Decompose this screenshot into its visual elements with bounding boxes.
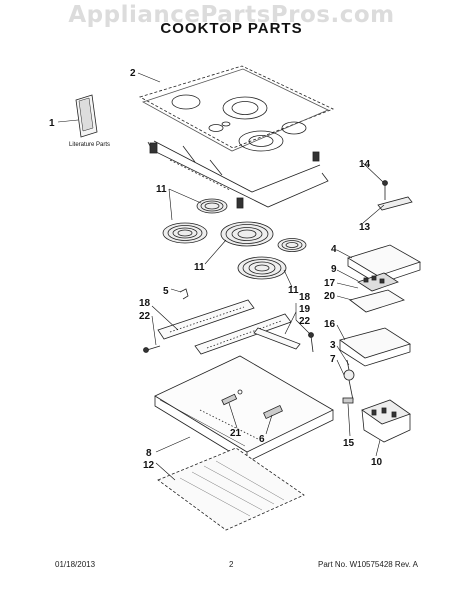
limiter bbox=[343, 359, 355, 401]
callout-11-right: 11 bbox=[288, 285, 299, 296]
page-title: COOKTOP PARTS bbox=[160, 20, 303, 37]
callout-11-top: 11 bbox=[156, 184, 167, 195]
callout-12: 12 bbox=[143, 460, 155, 471]
callout-22-right: 22 bbox=[299, 316, 311, 327]
callout-2: 2 bbox=[130, 68, 136, 79]
bottom-plate bbox=[157, 447, 305, 531]
control-board-bracket bbox=[349, 289, 405, 313]
wire-connector bbox=[342, 397, 354, 404]
callout-21: 21 bbox=[230, 428, 242, 439]
terminal-block-14 bbox=[377, 180, 413, 211]
footer-part-number: Part No. W10575428 Rev. A bbox=[318, 560, 418, 569]
callout-20: 20 bbox=[324, 291, 336, 302]
callout-8: 8 bbox=[146, 448, 152, 459]
watermark: AppliancePartsPros.com bbox=[68, 2, 395, 28]
radiant-element-right-small bbox=[277, 238, 307, 252]
screw-left bbox=[143, 345, 161, 353]
footer-date: 01/18/2013 bbox=[55, 560, 96, 569]
callout-10: 10 bbox=[371, 457, 383, 468]
cooktop-glass-top bbox=[138, 65, 335, 152]
callout-3: 3 bbox=[330, 340, 336, 351]
terminal-block bbox=[263, 404, 283, 420]
callout-14: 14 bbox=[359, 159, 371, 170]
callout-1: 1 bbox=[49, 118, 55, 129]
callout-5: 5 bbox=[163, 286, 169, 297]
radiant-element-small bbox=[196, 198, 228, 214]
callout-18-right: 18 bbox=[299, 292, 311, 303]
callout-6: 6 bbox=[259, 434, 265, 445]
radiant-element-front bbox=[237, 256, 287, 280]
connector-block bbox=[221, 393, 238, 406]
literature-booklet bbox=[75, 94, 98, 138]
callout-18-left: 18 bbox=[139, 298, 151, 309]
callout-9: 9 bbox=[331, 264, 337, 275]
shield-plate bbox=[339, 327, 411, 367]
callout-19: 19 bbox=[299, 304, 311, 315]
support-bar-left bbox=[157, 299, 255, 340]
callout-13: 13 bbox=[359, 222, 371, 233]
leader-lines bbox=[57, 72, 385, 481]
callout-16: 16 bbox=[324, 319, 336, 330]
footer-page-number: 2 bbox=[229, 560, 234, 569]
relay-board bbox=[361, 399, 411, 443]
radiant-element-left bbox=[162, 222, 208, 244]
callout-4: 4 bbox=[331, 244, 337, 255]
callout-22-left: 22 bbox=[139, 311, 151, 322]
callout-15: 15 bbox=[343, 438, 355, 449]
radiant-element-center bbox=[220, 221, 274, 247]
callout-17: 17 bbox=[324, 278, 336, 289]
support-bar-right bbox=[253, 327, 301, 350]
infinite-switch-assembly bbox=[357, 272, 399, 292]
burner-box bbox=[154, 355, 334, 463]
callout-11-left: 11 bbox=[194, 262, 205, 273]
trim-frame bbox=[147, 140, 329, 209]
screw-right bbox=[308, 332, 314, 353]
clip bbox=[179, 288, 189, 300]
literature-parts-label: Literature Parts bbox=[69, 142, 110, 148]
callout-7: 7 bbox=[330, 354, 336, 365]
